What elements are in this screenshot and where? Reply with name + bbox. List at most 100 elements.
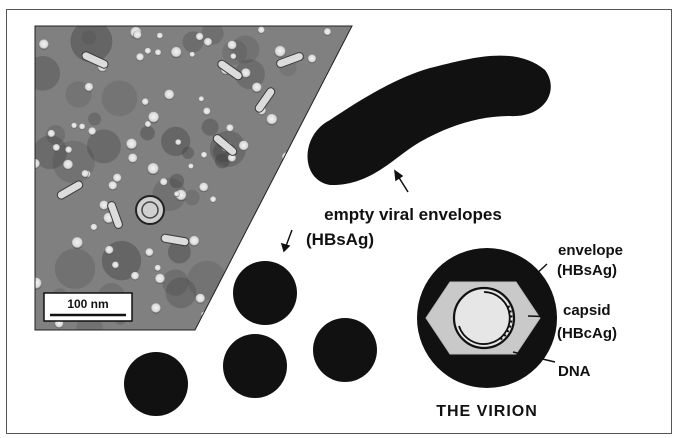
micrograph-particle — [199, 183, 209, 193]
micrograph-particle — [128, 153, 138, 163]
scale-bar: 100 nm — [44, 293, 132, 321]
micrograph-shadow — [140, 126, 155, 141]
micrograph-particle — [175, 139, 181, 145]
capsid-antigen-label: (HBcAg) — [557, 325, 617, 342]
micrograph-particle — [318, 197, 324, 203]
envelope-label: envelope — [558, 242, 623, 259]
virion-title: THE VIRION — [436, 403, 538, 420]
micrograph-particle — [220, 318, 227, 325]
capsid-label: capsid — [563, 302, 611, 319]
sphere-envelope — [313, 318, 377, 382]
virion-diagram — [417, 248, 557, 388]
micrograph-particle — [145, 48, 152, 55]
micrograph-particle — [201, 152, 207, 158]
micrograph-particle — [90, 224, 97, 231]
micrograph-particle — [252, 83, 262, 93]
micrograph-particle — [47, 130, 55, 138]
micrograph-particle — [160, 178, 168, 186]
micrograph-particle — [108, 181, 117, 190]
micrograph-particle — [339, 290, 346, 297]
micrograph-particle — [199, 96, 205, 102]
micrograph-particle — [189, 236, 200, 247]
micrograph-particle — [285, 197, 294, 206]
micrograph-particle — [71, 237, 83, 249]
capsid-leader — [528, 316, 557, 317]
micrograph-particle — [136, 53, 144, 61]
micrograph-particle — [39, 39, 49, 49]
micrograph-particle — [113, 174, 122, 183]
micrograph-particle — [196, 33, 204, 41]
micrograph-particle — [30, 278, 42, 290]
micrograph-particle — [88, 127, 96, 135]
micrograph-particle — [151, 303, 161, 313]
micrograph-particle — [210, 196, 216, 202]
micrograph-shadow — [314, 271, 350, 307]
micrograph-particle — [154, 265, 161, 272]
micrograph-virion — [136, 196, 164, 224]
empty-envelopes-label: empty viral envelopes — [324, 205, 502, 224]
scale-bar-label: 100 nm — [67, 297, 108, 311]
micrograph-particle — [266, 114, 277, 125]
micrograph-particle — [63, 160, 73, 170]
micrograph-shadow — [26, 56, 61, 91]
micrograph-particle — [164, 90, 175, 101]
micrograph-particle — [308, 54, 317, 63]
micrograph-particle — [203, 108, 211, 116]
micrograph-shadow — [82, 30, 97, 45]
micrograph-particle — [174, 191, 180, 197]
micrograph-particle — [133, 31, 142, 40]
arrow-to-spheres-head — [282, 244, 289, 251]
micrograph-particle — [289, 149, 295, 155]
micrograph-particle — [188, 164, 194, 170]
micrograph-particle — [227, 41, 237, 51]
arrow-to-filament-head — [395, 171, 402, 180]
dna-label: DNA — [558, 363, 591, 380]
micrograph-particle — [230, 53, 236, 59]
micrograph-particle — [343, 270, 353, 280]
micrograph-particle — [71, 123, 77, 129]
micrograph-particle — [147, 163, 159, 175]
micrograph-particle — [274, 46, 286, 58]
micrograph-shadow — [202, 119, 219, 136]
micrograph-particle — [155, 49, 162, 56]
micrograph-particle — [142, 98, 149, 105]
sphere-envelope — [223, 334, 287, 398]
micrograph-particle — [195, 294, 205, 304]
micrograph-particle — [112, 262, 119, 269]
micrograph-shadow — [215, 154, 230, 169]
micrograph-particle — [105, 246, 114, 255]
micrograph-shadow — [55, 248, 96, 289]
micrograph-shadow — [102, 81, 138, 117]
micrograph-particle — [148, 112, 160, 124]
capsid-core-ring — [454, 288, 514, 348]
micrograph-particle — [84, 83, 93, 92]
micrograph-shadow — [254, 211, 275, 232]
micrograph-particle — [302, 251, 311, 260]
micrograph-particle — [171, 47, 182, 58]
micrograph-particle — [239, 141, 249, 151]
micrograph-particle — [340, 293, 348, 301]
micrograph-particle — [324, 28, 332, 36]
micrograph-shadow — [88, 113, 101, 126]
micrograph-particle — [126, 139, 137, 150]
micrograph-particle — [204, 38, 213, 47]
micrograph-shadow — [184, 190, 200, 206]
micrograph-particle — [258, 27, 265, 34]
envelope-antigen-label: (HBsAg) — [557, 262, 617, 279]
filamentous-envelope — [308, 56, 551, 185]
micrograph-particle — [155, 274, 165, 284]
micrograph-particle — [53, 144, 60, 151]
micrograph-particle — [79, 124, 85, 130]
micrograph-particle — [81, 170, 89, 178]
arrow-to-spheres — [286, 230, 292, 246]
micrograph-particle — [226, 124, 234, 132]
micrograph-particle — [157, 33, 163, 39]
micrograph-particle — [145, 248, 154, 257]
micrograph-particle — [322, 187, 334, 199]
empty-envelopes-antigen-label: (HBsAg) — [306, 230, 374, 249]
micrograph-particle — [65, 146, 72, 153]
micrograph-particle — [131, 272, 140, 281]
micrograph-particle — [189, 52, 195, 58]
